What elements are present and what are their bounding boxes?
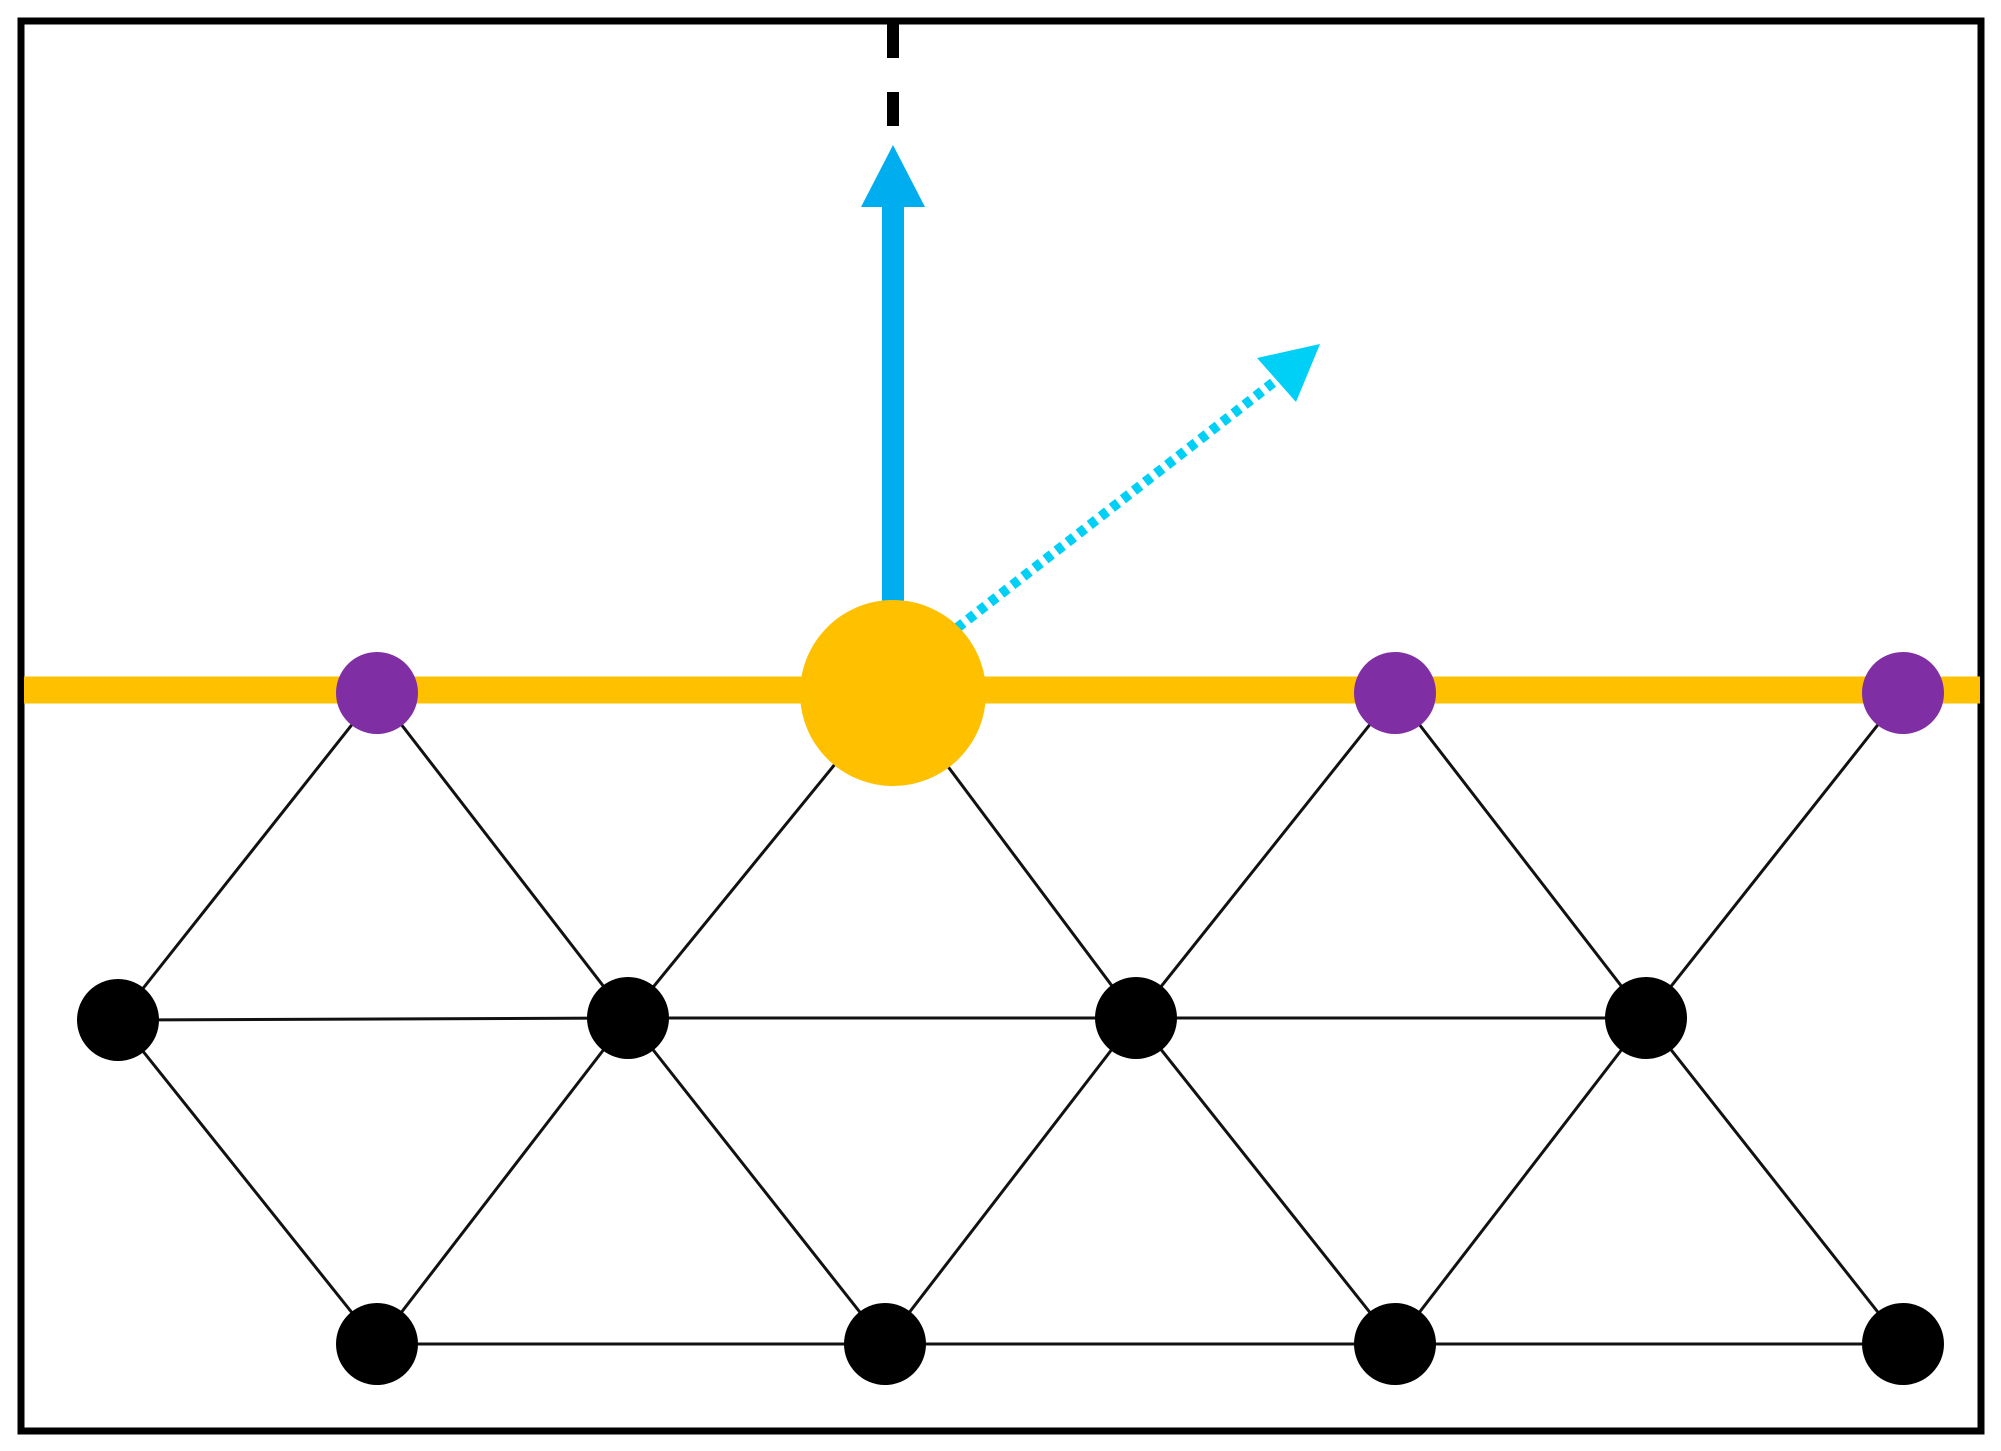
surface-atom [1354,652,1436,734]
normal-arrow-head-icon [861,145,925,207]
bond-line [883,1017,1138,1345]
bulk-atom [587,977,669,1059]
bulk-atom [77,979,159,1061]
surface-atom [1862,652,1944,734]
bond-line [1644,692,1905,1019]
bulk-atom [844,1303,926,1385]
bond-line [1644,1017,1905,1345]
tilted-arrow-head-icon [1257,344,1320,402]
bulk-atom [336,1303,418,1385]
bulk-atom [1095,977,1177,1059]
bond-network [116,692,1905,1346]
bond-line [116,1019,379,1345]
bond-line [375,1017,630,1345]
bulk-atom [1605,977,1687,1059]
bulk-atom [1354,1303,1436,1385]
bond-line [1134,692,1397,1019]
atom-layer [77,600,1944,1385]
bond-line [1393,1017,1648,1345]
bond-line [117,1016,629,1022]
bulk-atom [1862,1303,1944,1385]
surface-atom [336,652,418,734]
bond-line [626,1017,887,1345]
bond-line [116,692,379,1021]
diagram-frame [17,17,1985,1435]
bond-line [375,692,630,1019]
tilted-arrow-icon [953,371,1287,632]
bond-line [1393,692,1648,1019]
bond-line [1134,1017,1397,1345]
adsorbate-atom [800,600,986,786]
